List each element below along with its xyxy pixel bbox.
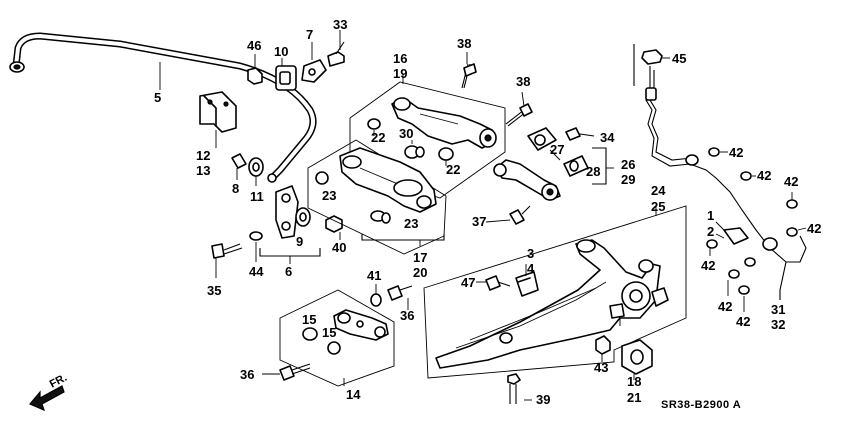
callout-2: 2 — [707, 224, 714, 239]
callout-32: 32 — [771, 317, 785, 332]
callout-42e: 42 — [701, 258, 715, 273]
upper-arm-group — [349, 74, 506, 199]
callout-10: 10 — [274, 44, 288, 59]
knuckle-bracket — [476, 264, 539, 297]
callout-7: 7 — [306, 27, 313, 42]
callout-29: 29 — [621, 172, 635, 187]
hub-group — [507, 335, 653, 404]
link-bolts — [485, 91, 533, 225]
callout-12: 12 — [196, 148, 210, 163]
callout-40: 40 — [332, 240, 346, 255]
callout-20: 20 — [413, 265, 427, 280]
callout-43: 43 — [594, 360, 608, 375]
lower-arm-group — [307, 139, 447, 255]
callout-45: 45 — [672, 51, 686, 66]
stabilizer-bracket — [199, 91, 237, 148]
callout-24: 24 — [651, 183, 666, 198]
callout-28: 28 — [586, 164, 600, 179]
callout-42b: 42 — [757, 168, 771, 183]
callout-33: 33 — [333, 17, 347, 32]
callout-42d: 42 — [807, 221, 821, 236]
callout-38b: 38 — [516, 74, 530, 89]
callout-44: 44 — [249, 264, 264, 279]
callout-42g: 42 — [736, 314, 750, 329]
callout-36b: 36 — [400, 308, 414, 323]
trailing-arm-group — [423, 205, 687, 379]
callout-37: 37 — [472, 214, 486, 229]
callout-38a: 38 — [457, 36, 471, 51]
callout-5: 5 — [154, 90, 161, 105]
callout-36a: 36 — [240, 367, 254, 382]
front-direction-arrow — [29, 385, 65, 412]
callout-42a: 42 — [729, 145, 743, 160]
callout-13: 13 — [196, 163, 210, 178]
callout-labels: 1 2 3 4 5 6 7 8 9 10 11 12 13 14 15 15 1… — [154, 17, 821, 407]
callout-4: 4 — [527, 261, 535, 276]
callout-22a: 22 — [371, 130, 385, 145]
upper-arm-bolt — [461, 52, 477, 89]
callout-9: 9 — [296, 234, 303, 249]
stabilizer-bushings — [231, 153, 264, 186]
callout-35: 35 — [207, 283, 221, 298]
callout-26: 26 — [621, 157, 635, 172]
callout-46: 46 — [247, 38, 261, 53]
callout-31: 31 — [771, 302, 785, 317]
callout-23b: 23 — [404, 216, 418, 231]
callout-34: 34 — [600, 130, 615, 145]
callout-47: 47 — [461, 275, 475, 290]
callout-1: 1 — [707, 208, 714, 223]
diagram-code: SR38-B2900 A — [661, 399, 741, 411]
callout-17: 17 — [413, 250, 427, 265]
callout-18: 18 — [627, 374, 641, 389]
trailing-link-group — [493, 127, 614, 201]
front-label: FR. — [48, 372, 69, 391]
stabilizer-bar — [9, 32, 317, 183]
callout-11: 11 — [250, 189, 264, 204]
callout-8: 8 — [232, 181, 239, 196]
callout-3: 3 — [527, 246, 534, 261]
stabilizer-holder-group — [247, 30, 345, 91]
callout-6: 6 — [285, 264, 292, 279]
callout-21: 21 — [627, 390, 641, 405]
stabilizer-link-group — [211, 185, 343, 278]
callout-23a: 23 — [322, 188, 336, 203]
callout-42f: 42 — [718, 299, 732, 314]
callout-41: 41 — [367, 268, 381, 283]
callout-16: 16 — [393, 51, 407, 66]
callout-22b: 22 — [446, 162, 460, 177]
wheel-sensor-group — [633, 44, 807, 312]
callout-30: 30 — [399, 126, 413, 141]
callout-39: 39 — [536, 392, 550, 407]
compensator-arm-group — [262, 284, 413, 387]
callout-14: 14 — [346, 387, 361, 402]
callout-42c: 42 — [784, 174, 798, 189]
callout-27: 27 — [550, 142, 564, 157]
callout-15a: 15 — [302, 312, 316, 327]
callout-15b: 15 — [322, 325, 336, 340]
callout-25: 25 — [651, 199, 665, 214]
callout-19: 19 — [393, 66, 407, 81]
